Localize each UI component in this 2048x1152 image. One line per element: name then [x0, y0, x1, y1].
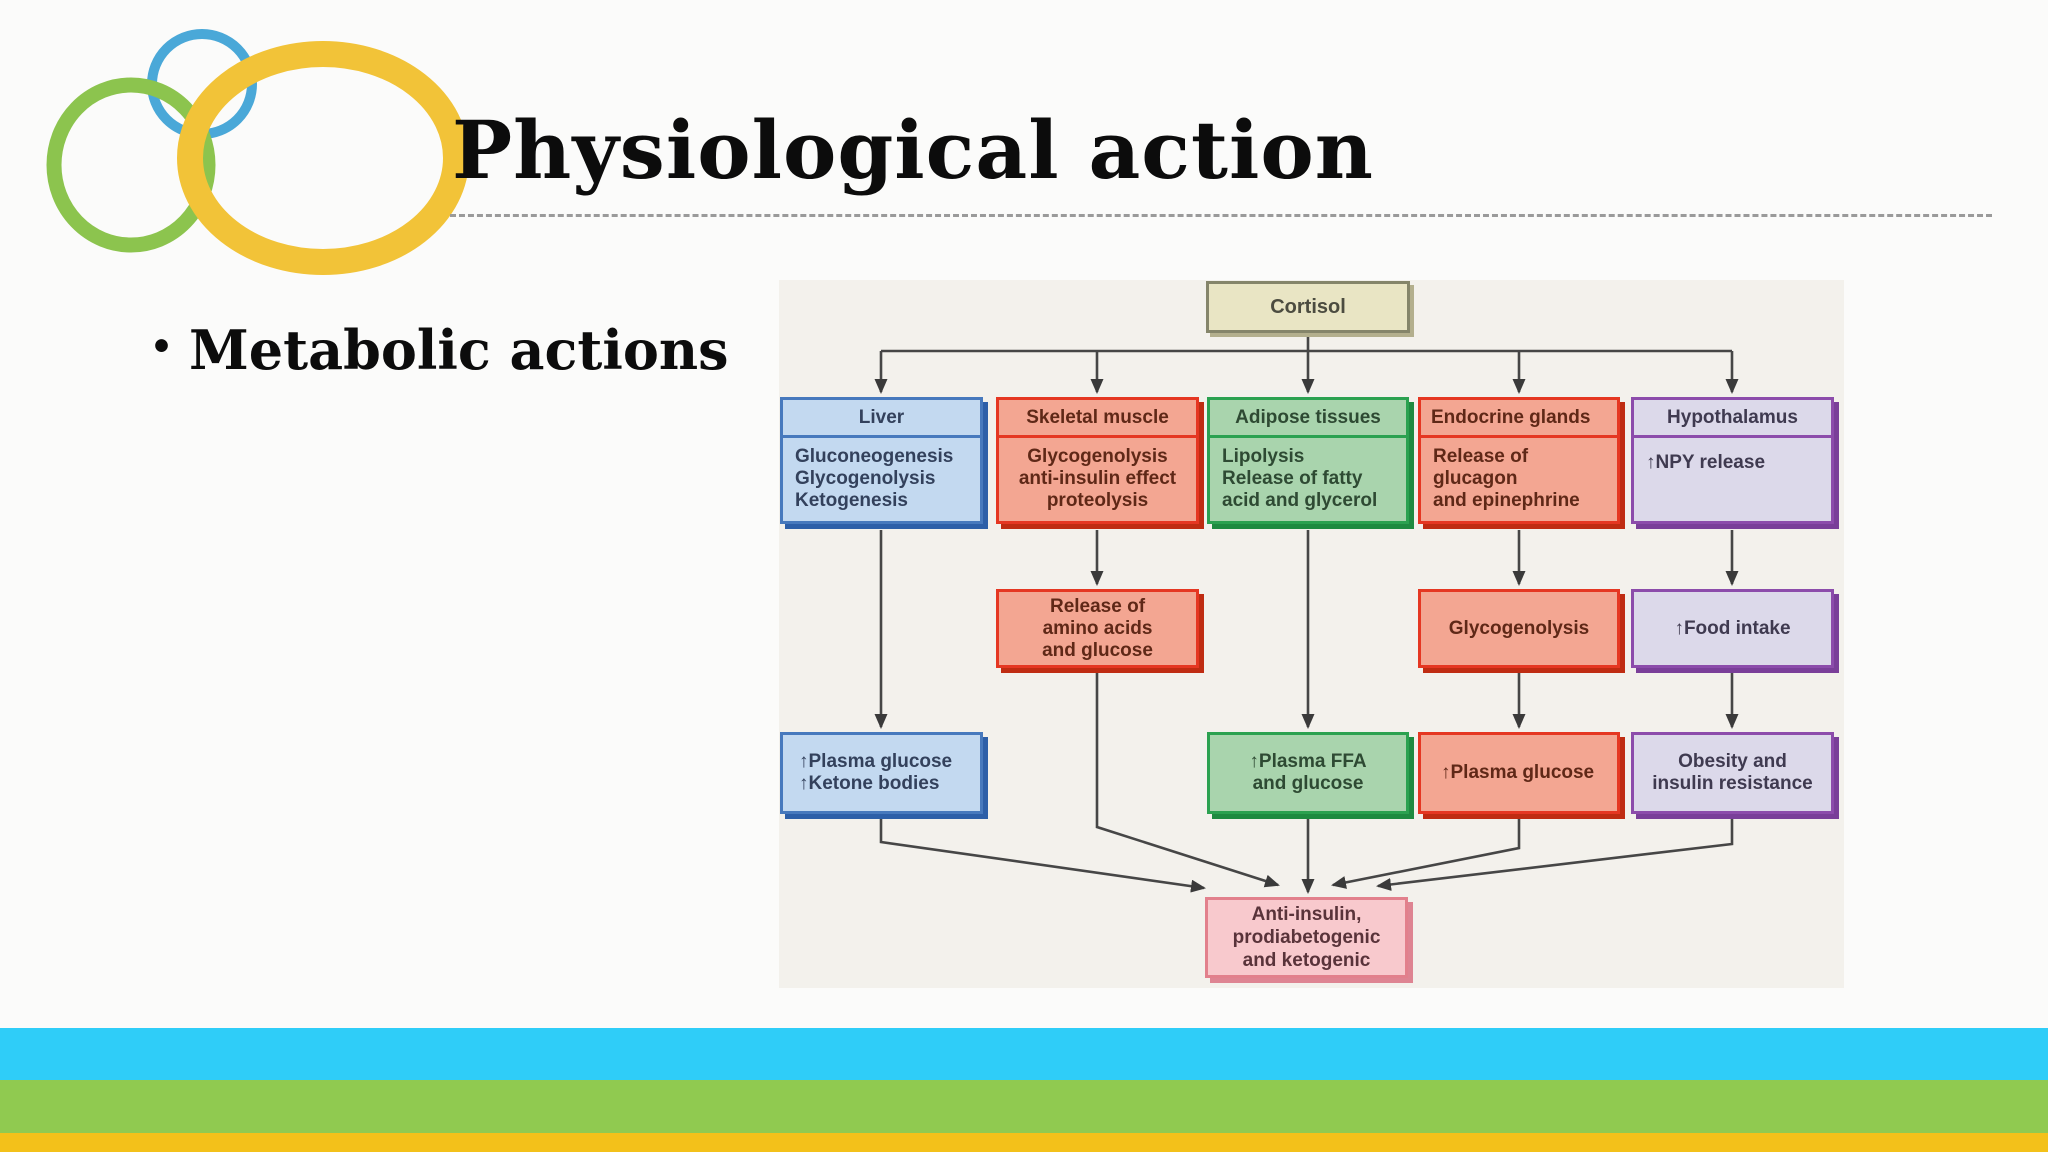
node-line: ↑Food intake	[1674, 617, 1791, 639]
yellow-ring-icon	[177, 41, 469, 275]
node-line: Anti-insulin,	[1251, 904, 1362, 925]
node-title: Endocrine glands	[1421, 400, 1617, 438]
node-line: prodiabetogenic	[1232, 927, 1381, 948]
bullet-item: • Metabolic actions	[150, 316, 790, 381]
node-glycogenolysis: Glycogenolysis	[1418, 589, 1620, 668]
node-title: Hypothalamus	[1634, 400, 1831, 438]
footer-bar-green	[0, 1080, 2048, 1133]
node-release-amino-acids: Release of amino acids and glucose	[996, 589, 1199, 668]
node-title: Adipose tissues	[1210, 400, 1406, 438]
node-line: Lipolysis	[1222, 446, 1305, 467]
node-line: ↑Plasma glucose	[799, 751, 953, 772]
node-line: Glycogenolysis	[1027, 446, 1168, 467]
node-line: ↑Plasma FFA	[1249, 751, 1367, 772]
node-liver: Liver Gluconeogenesis Glycogenolysis Ket…	[780, 397, 983, 524]
node-cortisol: Cortisol	[1206, 281, 1410, 333]
title-divider	[450, 214, 1992, 217]
node-line: acid and glycerol	[1222, 490, 1378, 511]
bullet-text: Metabolic actions	[189, 318, 729, 382]
logo-rings	[46, 29, 469, 275]
node-line: Release of fatty	[1222, 468, 1363, 489]
node-line: Release of glucagon	[1433, 446, 1529, 489]
node-label: Cortisol	[1270, 296, 1346, 318]
bullet-marker: •	[150, 326, 174, 368]
node-line: and glucose	[1252, 773, 1364, 794]
node-line: Glycogenolysis	[795, 468, 936, 489]
node-obesity-insulin-resistance: Obesity and insulin resistance	[1631, 732, 1834, 814]
node-final-summary: Anti-insulin, prodiabetogenic and ketoge…	[1205, 897, 1408, 978]
node-line: ↑NPY release	[1646, 452, 1766, 473]
node-line: and epinephrine	[1433, 490, 1580, 511]
node-line: Ketogenesis	[795, 490, 908, 511]
node-adipose-tissues: Adipose tissues Lipolysis Release of fat…	[1207, 397, 1409, 524]
page-title: Physiological action	[452, 103, 1374, 197]
node-line: and ketogenic	[1242, 950, 1371, 971]
footer-bar-cyan	[0, 1028, 2048, 1080]
node-line: Gluconeogenesis	[795, 446, 954, 467]
node-line: Glycogenolysis	[1448, 617, 1590, 639]
footer-bar-yellow	[0, 1133, 2048, 1152]
node-line: proteolysis	[1046, 490, 1149, 511]
node-title: Skeletal muscle	[999, 400, 1196, 438]
node-plasma-glucose-ketone: ↑Plasma glucose ↑Ketone bodies	[780, 732, 983, 814]
node-line: amino acids	[1042, 617, 1153, 639]
node-line: and glucose	[1042, 639, 1153, 661]
node-skeletal-muscle: Skeletal muscle Glycogenolysis anti-insu…	[996, 397, 1199, 524]
node-line: Release of	[1049, 595, 1146, 617]
node-line: anti-insulin effect	[1018, 468, 1177, 489]
node-endocrine-glands: Endocrine glands Release of glucagon and…	[1418, 397, 1620, 524]
node-food-intake: ↑Food intake	[1631, 589, 1834, 668]
node-line: Obesity and	[1678, 751, 1787, 772]
green-ring-icon	[46, 77, 216, 253]
node-line: insulin resistance	[1652, 773, 1813, 794]
node-plasma-ffa: ↑Plasma FFA and glucose	[1207, 732, 1409, 814]
node-hypothalamus: Hypothalamus ↑NPY release	[1631, 397, 1834, 524]
node-line: ↑Plasma glucose	[1441, 762, 1595, 783]
node-plasma-glucose: ↑Plasma glucose	[1418, 732, 1620, 814]
node-line: ↑Ketone bodies	[799, 773, 940, 794]
node-title: Liver	[783, 400, 980, 438]
